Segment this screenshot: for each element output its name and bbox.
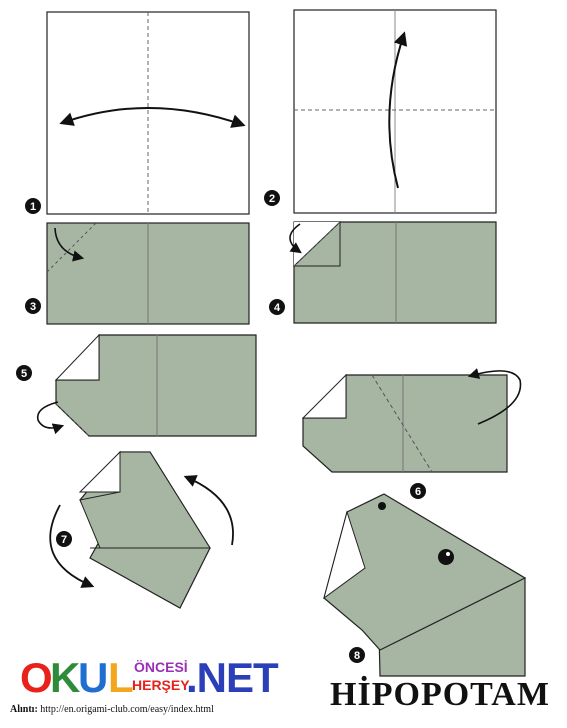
svg-text:6: 6 xyxy=(415,486,421,498)
svg-text:7: 7 xyxy=(61,534,67,546)
site-logo[interactable]: O K U L ÖNCESİ HERŞEY .NET xyxy=(20,654,279,701)
logo-letter-o: O xyxy=(20,654,53,701)
step-number-3: 3 xyxy=(25,298,41,314)
source-line: Alıntı: http://en.origami-club.com/easy/… xyxy=(10,704,214,715)
step-1-diagram xyxy=(46,11,250,215)
step-7-diagram xyxy=(49,450,234,609)
source-label: Alıntı: xyxy=(10,704,38,715)
svg-text:2: 2 xyxy=(269,193,275,205)
svg-text:4: 4 xyxy=(274,302,281,314)
svg-text:8: 8 xyxy=(354,650,360,662)
step-number-4: 4 xyxy=(269,299,285,315)
step-number-8: 8 xyxy=(349,647,365,663)
step-number-6: 6 xyxy=(410,483,426,499)
step-number-2: 2 xyxy=(264,190,280,206)
logo-lower-word: HERŞEY xyxy=(132,677,190,693)
step-number-7: 7 xyxy=(56,531,72,547)
logo-suffix: .NET xyxy=(186,654,279,701)
step-2-diagram xyxy=(293,9,497,214)
page-title: HİPOPOTAM xyxy=(330,676,550,713)
step-4-diagram xyxy=(289,220,497,324)
step-number-1: 1 xyxy=(25,198,41,214)
svg-text:1: 1 xyxy=(30,201,36,213)
step-5-diagram xyxy=(36,333,257,437)
svg-text:3: 3 xyxy=(30,301,36,313)
source-url-link[interactable]: http://en.origami-club.com/easy/index.ht… xyxy=(40,704,214,715)
step-8-diagram xyxy=(323,493,527,677)
logo-letter-l: L xyxy=(108,654,134,701)
logo-upper-word: ÖNCESİ xyxy=(134,659,188,675)
svg-text:5: 5 xyxy=(21,368,27,380)
step-3-diagram xyxy=(46,222,250,325)
step-6-diagram xyxy=(301,368,522,473)
logo-letter-u: U xyxy=(78,654,108,701)
logo-letter-k: K xyxy=(50,654,80,701)
step-number-5: 5 xyxy=(16,365,32,381)
